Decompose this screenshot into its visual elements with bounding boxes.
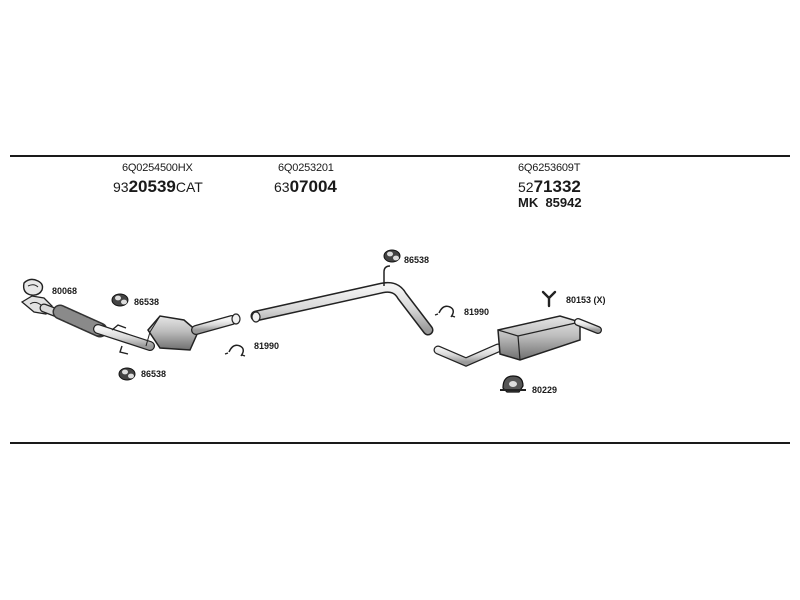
mk-code: MK 85942	[518, 196, 582, 209]
oem-code-2: 6Q0253201	[278, 162, 334, 174]
mk-number: 85942	[545, 195, 582, 210]
part-number-3: 5271332	[518, 178, 581, 195]
oem-code-1: 6Q0254500HX	[122, 162, 193, 174]
seal-ring-icon	[434, 305, 456, 318]
part-number-1-main: 20539	[128, 177, 176, 196]
part-number-2-prefix: 63	[274, 179, 290, 195]
part-number-1: 9320539CAT	[113, 178, 203, 195]
oem-code-3: 6Q6253609T	[518, 162, 581, 174]
holder-icon	[500, 375, 526, 393]
part-number-2: 6307004	[274, 178, 337, 195]
part-label-ring-b: 81990	[464, 307, 490, 317]
part-number-3-prefix: 52	[518, 179, 534, 195]
part-number-1-suffix: CAT	[175, 179, 203, 195]
part-label-ring-a: 81990	[254, 341, 280, 351]
part-number-3-main: 71332	[533, 177, 581, 196]
part-label-clamp: 80068	[52, 286, 78, 296]
bottom-divider	[10, 442, 790, 444]
part-label-holder: 80229	[532, 385, 558, 395]
part-number-2-main: 07004	[289, 177, 337, 196]
bracket-icon	[541, 290, 557, 308]
rear-silencer-icon	[433, 315, 602, 367]
catalytic-converter-icon	[145, 313, 241, 351]
seal-ring-icon	[224, 344, 246, 357]
rubber-mount-icon	[111, 293, 129, 307]
front-pipe-icon	[20, 295, 155, 355]
top-divider	[10, 155, 790, 157]
middle-pipe-icon	[250, 265, 434, 336]
part-label-bracket: 80153 (X)	[566, 295, 606, 305]
rubber-mount-icon	[118, 367, 136, 381]
part-label-mount-c: 86538	[404, 255, 430, 265]
part-label-mount-b: 86538	[141, 369, 167, 379]
gasket-clamp-icon	[22, 278, 44, 296]
part-number-1-prefix: 93	[113, 179, 129, 195]
rubber-mount-icon	[383, 249, 401, 263]
mk-prefix: MK	[518, 195, 539, 210]
part-label-mount-a: 86538	[134, 297, 160, 307]
